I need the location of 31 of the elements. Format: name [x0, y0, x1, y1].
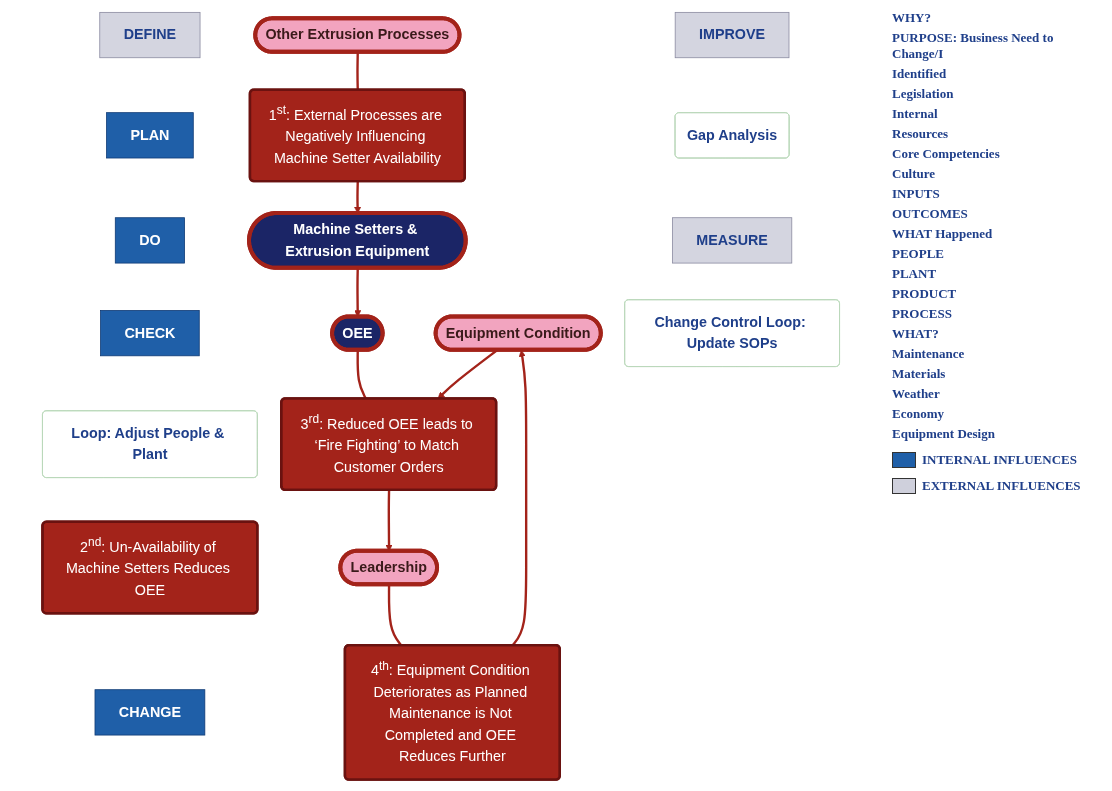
- annotation-text: Weather: [892, 386, 941, 402]
- annotation-text: WHAT Happened: [892, 226, 994, 242]
- arrow: [385, 489, 393, 551]
- annotation-text: Culture: [892, 166, 937, 182]
- annotation-text: Maintenance: [892, 346, 966, 362]
- annotation-text: WHAT?: [892, 326, 940, 342]
- annotation-text: PEOPLE: [892, 246, 945, 262]
- annotation-text: Economy: [892, 406, 945, 422]
- annotation-text: PRODUCT: [892, 286, 958, 302]
- node-box: MEASURE: [672, 216, 793, 263]
- annotation-text: Resources: [892, 126, 950, 142]
- node-box: CHECK: [100, 309, 200, 356]
- annotation-text: Internal: [892, 106, 939, 122]
- annotation-text: Identified: [892, 66, 948, 82]
- node-box: DO: [114, 216, 185, 263]
- node-box: CHANGE: [94, 688, 206, 735]
- annotation-text: PLANT: [892, 266, 938, 282]
- annotation-text: Legislation: [892, 86, 955, 102]
- annotation-text: Core Competencies: [892, 146, 1001, 162]
- node-box: PLAN: [106, 111, 194, 158]
- legend-text: EXTERNAL INFLUENCES: [922, 478, 1081, 494]
- annotation-text: PURPOSE: Business Need to Change/I: [892, 30, 1055, 62]
- annotation-text: INPUTS: [892, 186, 941, 202]
- annotation-text: WHY?: [892, 10, 932, 26]
- annotation-text: PROCESS: [892, 306, 953, 322]
- annotation-text: Materials: [892, 366, 947, 382]
- node-box: DEFINE: [99, 11, 201, 58]
- annotation-text: OUTCOMES: [892, 206, 969, 222]
- annotation-text: Equipment Design: [892, 426, 996, 442]
- node-box: IMPROVE: [674, 11, 790, 58]
- legend-text: INTERNAL INFLUENCES: [922, 452, 1077, 468]
